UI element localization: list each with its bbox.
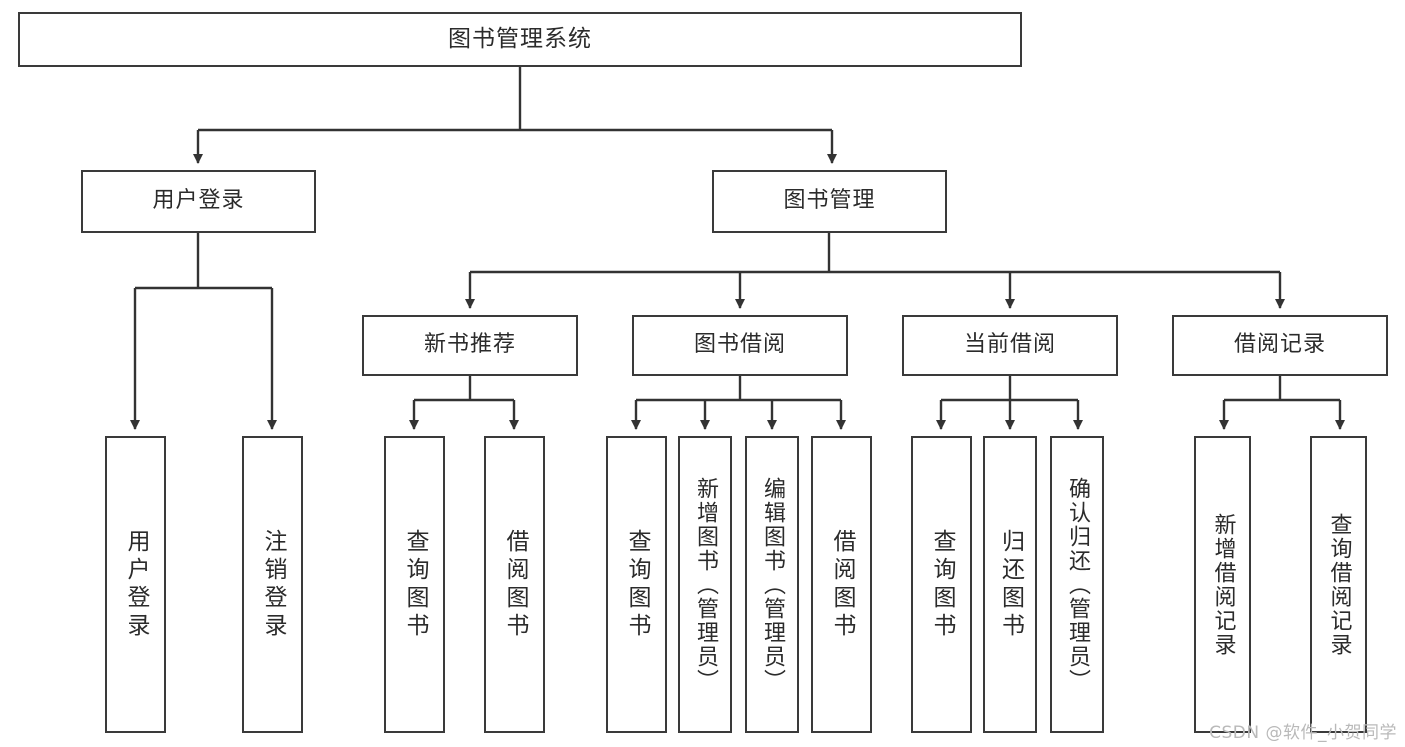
node-label: 查询图书 (624, 528, 650, 641)
csdn-watermark: CSDN @软件_小贺同学 (1209, 723, 1397, 743)
node-current-borrowing[interactable]: 当前借阅 (902, 315, 1118, 376)
leaf-add-book-admin[interactable]: 新增图书（管理员） (678, 436, 732, 733)
node-label: 当前借阅 (963, 332, 1056, 358)
leaf-query-book-borrowing[interactable]: 查询图书 (606, 436, 667, 733)
leaf-return-book[interactable]: 归还图书 (983, 436, 1037, 733)
node-label: 图书借阅 (693, 332, 786, 358)
node-label: 新增图书（管理员） (693, 476, 718, 693)
leaf-query-borrow-record[interactable]: 查询借阅记录 (1310, 436, 1367, 733)
node-label: 编辑图书（管理员） (760, 476, 785, 693)
node-label: 图书管理系统 (448, 25, 592, 52)
node-label: 查询借阅记录 (1326, 512, 1352, 657)
leaf-borrow-book-borrowing[interactable]: 借阅图书 (811, 436, 872, 733)
node-book-management[interactable]: 图书管理 (712, 170, 947, 233)
leaf-borrow-book-recommendation[interactable]: 借阅图书 (484, 436, 545, 733)
node-user-login[interactable]: 用户登录 (81, 170, 316, 233)
node-root-book-management-system[interactable]: 图书管理系统 (18, 12, 1022, 67)
node-label: 确认归还（管理员） (1065, 476, 1090, 693)
node-label: 新书推荐 (423, 332, 516, 358)
leaf-query-book-current[interactable]: 查询图书 (911, 436, 972, 733)
node-label: 查询图书 (402, 528, 428, 641)
node-label: 用户登录 (123, 528, 149, 641)
leaf-user-login[interactable]: 用户登录 (105, 436, 166, 733)
node-borrowing-records[interactable]: 借阅记录 (1172, 315, 1388, 376)
node-label: 注销登录 (260, 528, 286, 641)
leaf-confirm-return-admin[interactable]: 确认归还（管理员） (1050, 436, 1104, 733)
leaf-add-borrow-record[interactable]: 新增借阅记录 (1194, 436, 1251, 733)
node-label: 新增借阅记录 (1210, 512, 1236, 657)
node-label: 图书管理 (783, 188, 876, 214)
node-book-borrowing[interactable]: 图书借阅 (632, 315, 848, 376)
leaf-logout-login[interactable]: 注销登录 (242, 436, 303, 733)
node-label: 借阅记录 (1233, 332, 1326, 358)
node-new-book-recommendation[interactable]: 新书推荐 (362, 315, 578, 376)
node-label: 查询图书 (929, 528, 955, 641)
node-label: 归还图书 (997, 528, 1024, 641)
node-label: 借阅图书 (502, 528, 528, 641)
leaf-query-book-recommendation[interactable]: 查询图书 (384, 436, 445, 733)
node-label: 借阅图书 (829, 528, 855, 641)
leaf-edit-book-admin[interactable]: 编辑图书（管理员） (745, 436, 799, 733)
node-label: 用户登录 (152, 188, 245, 214)
